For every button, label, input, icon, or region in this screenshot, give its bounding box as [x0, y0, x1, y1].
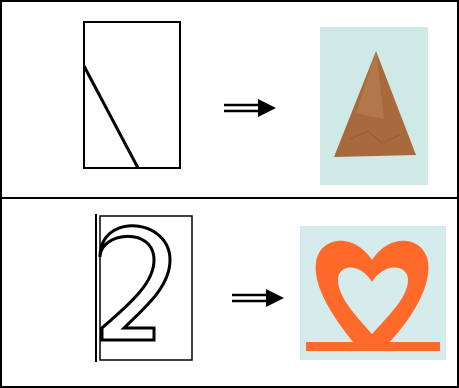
row-divider: [2, 197, 457, 199]
brown-paper-triangle-image: [320, 27, 428, 185]
heart-photo: [300, 226, 446, 360]
paper-heart-base: [306, 342, 440, 351]
paper-rectangle-outline: [83, 21, 181, 169]
paper-heart-outline: [315, 240, 429, 348]
rectangle-with-digit-2-diagram: [95, 214, 193, 362]
paper-triangle: [334, 51, 416, 157]
double-shaft-right-arrow-icon: [232, 289, 284, 307]
triangle-photo: [320, 27, 428, 185]
rectangle-with-diagonal-cut-diagram: [82, 21, 181, 169]
paper-rectangle-outline: [99, 215, 193, 361]
diagonal-cut-line: [82, 65, 140, 169]
outlined-digit-2: [98, 224, 172, 342]
orange-paper-heart-image: [300, 226, 446, 360]
double-shaft-right-arrow-icon: [224, 99, 276, 117]
